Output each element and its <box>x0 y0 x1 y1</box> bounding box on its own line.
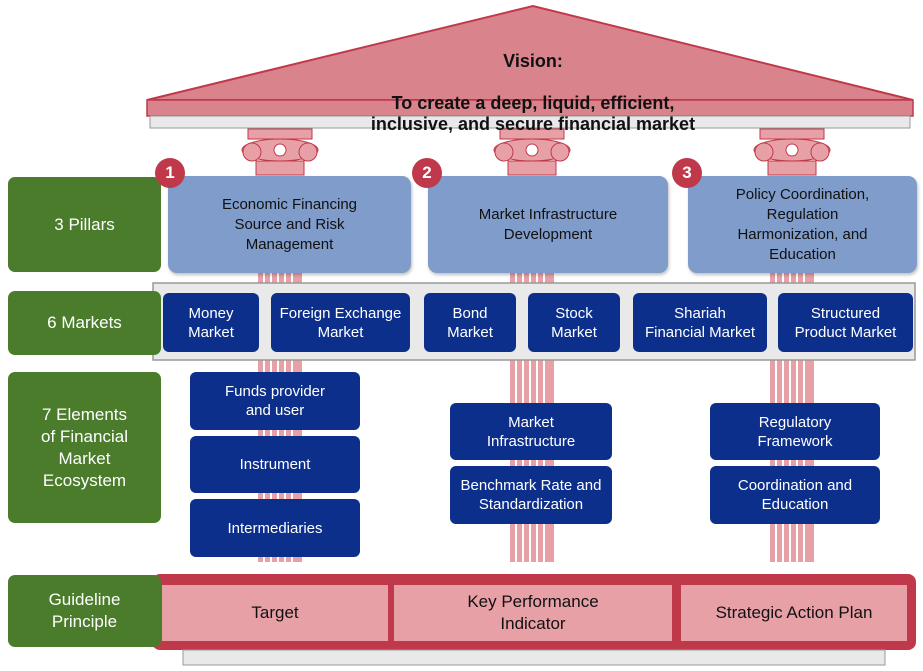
vision-block: Vision: To create a deep, liquid, effici… <box>330 30 736 156</box>
foundation <box>182 649 886 666</box>
guideline-target: Target <box>162 585 388 641</box>
side-label-elements: 7 Elements of Financial Market Ecosystem <box>8 372 161 523</box>
element-intermediaries: Intermediaries <box>190 499 360 557</box>
element-funds-provider: Funds provider and user <box>190 372 360 430</box>
capital-1 <box>241 128 319 176</box>
market-structured-product: Structured Product Market <box>778 293 913 352</box>
element-market-infrastructure: Market Infrastructure <box>450 403 612 460</box>
element-coordination-education: Coordination and Education <box>710 466 880 524</box>
vision-title: Vision: <box>503 51 563 71</box>
element-benchmark-rate: Benchmark Rate and Standardization <box>450 466 612 524</box>
element-regulatory-framework: Regulatory Framework <box>710 403 880 460</box>
element-instrument: Instrument <box>190 436 360 493</box>
guideline-strategic-action-plan: Strategic Action Plan <box>681 585 907 641</box>
capital-3 <box>753 128 831 176</box>
side-label-markets: 6 Markets <box>8 291 161 355</box>
market-stock: Stock Market <box>528 293 620 352</box>
side-label-pillars: 3 Pillars <box>8 177 161 272</box>
market-foreign-exchange: Foreign Exchange Market <box>271 293 410 352</box>
pillar-box-2: Market Infrastructure Development <box>428 176 668 273</box>
side-label-guideline: Guideline Principle <box>8 575 161 647</box>
pillar-number-badge: 1 <box>155 158 185 188</box>
market-money: Money Market <box>163 293 259 352</box>
vision-text: To create a deep, liquid, efficient, inc… <box>370 93 696 134</box>
market-bond: Bond Market <box>424 293 516 352</box>
pillar-box-1: Economic Financing Source and Risk Manag… <box>168 176 411 273</box>
pillar-number-badge: 2 <box>412 158 442 188</box>
pillar-box-3: Policy Coordination, Regulation Harmoniz… <box>688 176 917 273</box>
pillar-number-badge: 3 <box>672 158 702 188</box>
market-shariah: Shariah Financial Market <box>633 293 767 352</box>
guideline-kpi: Key Performance Indicator <box>394 585 672 641</box>
capital-2 <box>493 128 571 176</box>
